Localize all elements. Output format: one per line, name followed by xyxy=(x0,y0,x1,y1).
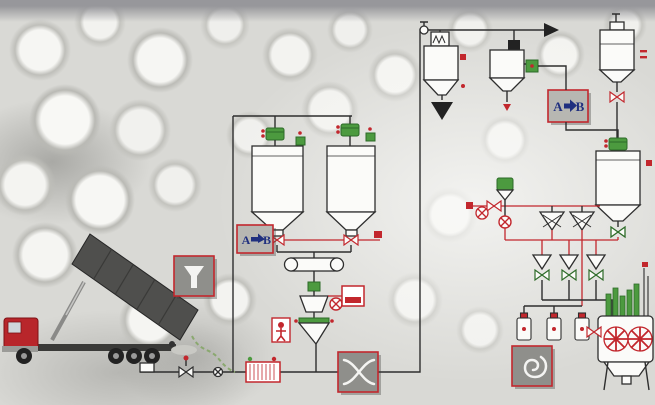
tipped-trailer xyxy=(71,233,199,341)
valve-knob xyxy=(183,355,189,361)
badge-to: B xyxy=(263,233,271,247)
screw-conveyor xyxy=(283,257,345,272)
magnet-valve-icon xyxy=(329,297,343,311)
day-silo xyxy=(594,137,652,240)
mixer-blades xyxy=(603,326,653,352)
badge-from: A xyxy=(553,99,563,114)
discharge-hose xyxy=(191,335,236,373)
diverter-hopper-a xyxy=(538,206,566,240)
intake-valve xyxy=(178,366,194,378)
spiral-icon xyxy=(523,355,548,379)
rotary-feeder xyxy=(245,356,281,383)
rotary-valve xyxy=(498,215,512,229)
dosing-cluster xyxy=(466,177,618,316)
intake-line-components xyxy=(139,355,281,383)
arrow-right-icon xyxy=(251,233,265,243)
operator-station xyxy=(271,317,291,343)
canister-1 xyxy=(516,312,532,341)
weigh-hopper-stack xyxy=(294,271,343,372)
day-silo-valve xyxy=(610,226,626,238)
dump-truck xyxy=(2,233,199,364)
additive-canisters xyxy=(516,305,590,341)
control-panel xyxy=(328,285,365,307)
silo1-filter xyxy=(260,127,285,141)
silo2-level-sensor xyxy=(365,132,376,142)
diverter-valve xyxy=(475,206,489,220)
truck-chassis xyxy=(36,344,176,351)
down-flow-arrow xyxy=(431,102,453,120)
batch-mixer xyxy=(586,262,654,391)
top-right-silo xyxy=(598,13,647,138)
badge-from: A xyxy=(242,233,251,247)
filter-receiver xyxy=(422,31,466,120)
dosing-cone-3 xyxy=(585,254,607,300)
control-tag xyxy=(374,231,382,238)
discharged-material-pile xyxy=(171,345,197,355)
cluster-valve xyxy=(486,200,502,212)
small-pump xyxy=(139,362,155,373)
person-icon xyxy=(276,322,286,342)
silo-outlet-valve xyxy=(609,91,625,103)
truck-unloading-icon-box xyxy=(173,255,217,299)
ribbon-mixer-icon xyxy=(342,358,376,386)
funnel-icon xyxy=(184,266,204,288)
flow-arrow-icon xyxy=(544,23,559,37)
storage-silo-2 xyxy=(325,123,377,237)
dosing-cone-1 xyxy=(531,254,553,300)
dosing-cone-2 xyxy=(558,254,580,300)
ab-badge-right: A B xyxy=(547,89,591,125)
canister-2 xyxy=(546,312,562,341)
arrow-right-icon xyxy=(564,99,577,112)
spiral-icon-box xyxy=(511,345,555,389)
truck-wheels xyxy=(16,348,160,364)
mixer-level-bars xyxy=(605,283,640,317)
cab-window xyxy=(7,321,22,334)
day-silo-filter xyxy=(603,137,628,151)
mixer-inlet-valve xyxy=(586,326,602,338)
mixer-icon-box xyxy=(337,351,381,395)
storage-silo-1 xyxy=(250,127,306,237)
ab-badge-left: A B xyxy=(236,224,276,256)
badge-to: B xyxy=(576,99,585,114)
separator xyxy=(488,40,567,111)
silo2-filter xyxy=(335,123,360,137)
filter-zigzag-icon xyxy=(432,34,446,45)
vent-fitting xyxy=(419,25,429,35)
diverter-hopper-b xyxy=(568,206,596,306)
dosing-unit xyxy=(307,281,321,292)
small-filter-unit xyxy=(496,177,514,191)
silo1-level-sensor xyxy=(295,136,306,146)
